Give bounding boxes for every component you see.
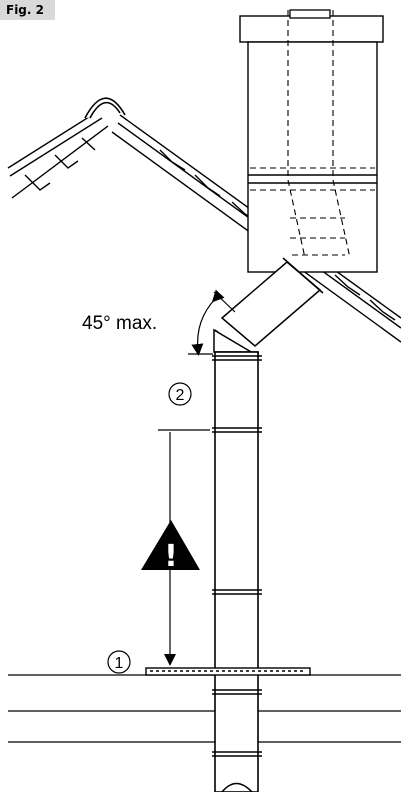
angle-label: 45° max.	[82, 313, 157, 334]
warning-triangle-icon: !	[141, 520, 200, 574]
warning-symbol: !	[164, 539, 178, 574]
chimney-top-opening	[289, 9, 331, 19]
chimney-liner-dashed	[250, 10, 375, 259]
callout-2: 2	[168, 382, 192, 406]
callout-2-label: 2	[176, 387, 185, 404]
figure-tag: Fig. 2	[0, 0, 55, 20]
callout-1: 1	[107, 650, 131, 674]
vertical-flue-pipe	[212, 351, 262, 792]
floor-ceiling-lines	[8, 674, 401, 743]
chimney-stack	[239, 15, 384, 273]
base-plate	[145, 667, 311, 676]
angle-indicator	[188, 289, 236, 356]
roof-ridge	[84, 97, 126, 119]
callout-1-label: 1	[115, 655, 124, 672]
roof-left	[7, 109, 109, 199]
